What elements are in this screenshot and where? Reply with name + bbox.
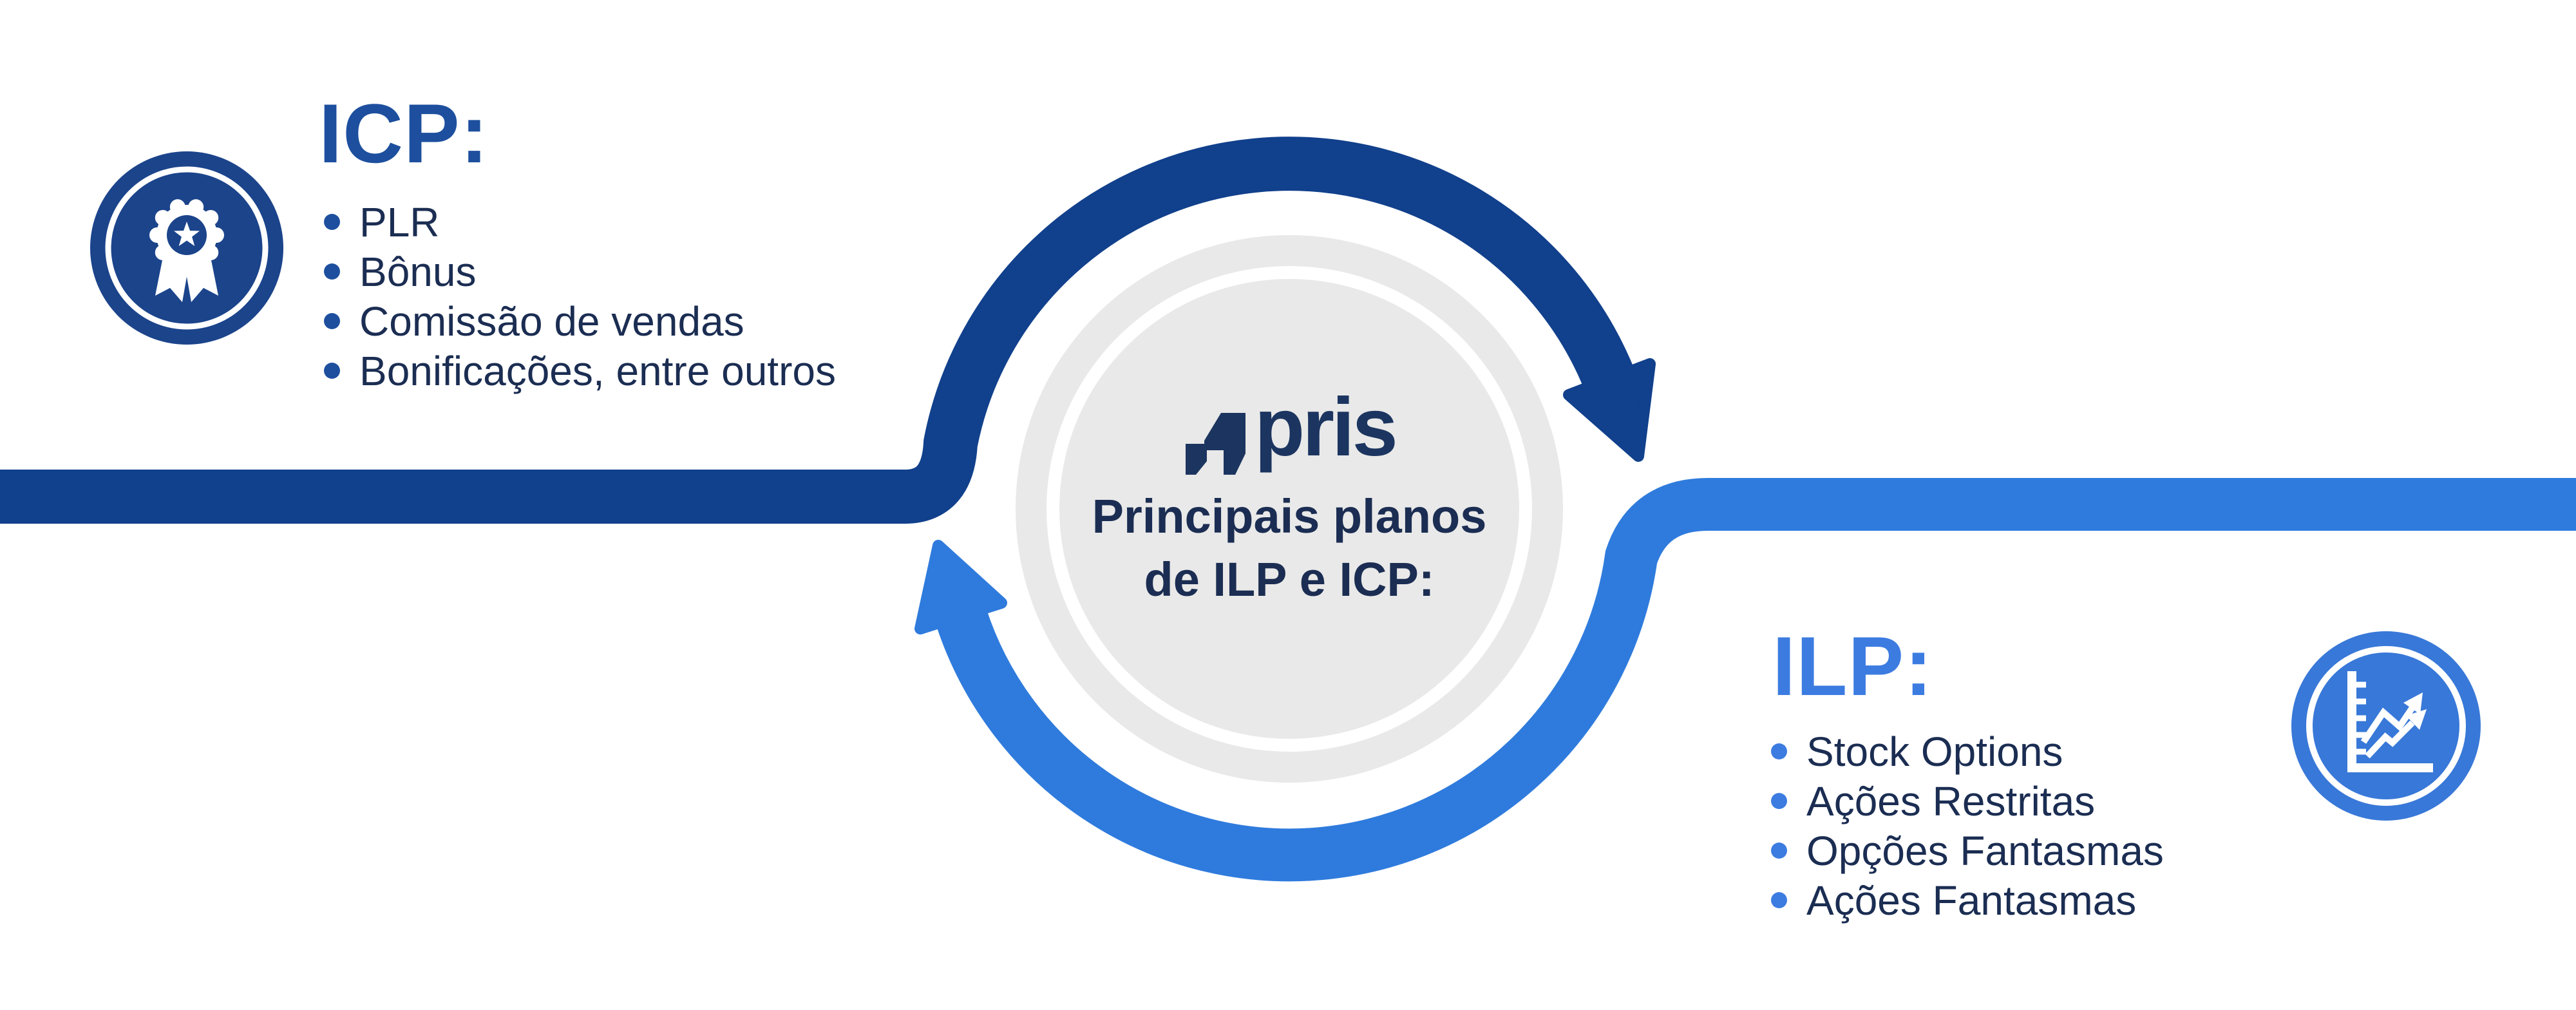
icp-list-item: PLR: [324, 197, 836, 247]
pris-logo-mark-small-shape: [1186, 444, 1207, 475]
growth-chart-icon-ring: [2306, 646, 2466, 806]
icp-flow-arrowhead-icon: [1563, 358, 1656, 462]
growth-chart-trend-line-1: [2360, 705, 2416, 744]
icp-list-item-label: Bonificações, entre outros: [359, 347, 836, 394]
ilp-list-item: Ações Restritas: [1771, 776, 2164, 826]
center-title-line1: Principais planos: [1092, 490, 1487, 543]
center-title-line2: de ILP e ICP:: [1144, 553, 1435, 606]
bullet-dot-icon: [1771, 843, 1787, 859]
ilp-list-item-label: Ações Fantasmas: [1806, 877, 2137, 924]
growth-chart-glyph: [2347, 671, 2433, 772]
icp-list: PLR Bônus Comissão de vendas Bonificaçõe…: [324, 197, 836, 395]
bullet-dot-icon: [1771, 793, 1787, 809]
award-medal-glyph: [149, 199, 224, 302]
icp-flow-ribbon: [0, 137, 1656, 524]
ilp-list-item: Ações Fantasmas: [1771, 875, 2164, 925]
pris-logo-text: pris: [1255, 381, 1396, 473]
bullet-dot-icon: [1771, 892, 1787, 908]
bullet-dot-icon: [1771, 743, 1787, 759]
growth-chart-trend-line-2: [2365, 720, 2415, 759]
ilp-list: Stock Options Ações Restritas Opções Fan…: [1771, 727, 2164, 925]
growth-chart-axis-ticks: [2356, 681, 2366, 755]
center-circle: [1016, 235, 1563, 783]
bullet-dot-icon: [324, 313, 340, 329]
award-medal-star-icon: [174, 222, 200, 246]
bullet-dot-icon: [324, 214, 340, 230]
icp-flow-bar-and-arc: [0, 137, 1634, 524]
ilp-list-item: Opções Fantasmas: [1771, 826, 2164, 875]
ilp-list-item: Stock Options: [1771, 727, 2164, 776]
icp-list-item: Bônus: [324, 247, 836, 296]
center-circle-inner-disk: [1059, 279, 1519, 739]
ilp-flow-ribbon: [914, 478, 2576, 882]
icp-list-item-label: PLR: [359, 198, 440, 245]
ilp-flow-arrowhead-icon: [914, 540, 1007, 634]
growth-chart-icon: [2291, 631, 2481, 821]
ilp-list-item-label: Ações Restritas: [1806, 777, 2096, 824]
award-medal-icon-ring: [105, 166, 269, 330]
pris-logo-mark-large-shape: [1204, 413, 1245, 475]
center-title: Principais planos de ILP e ICP:: [1092, 490, 1487, 606]
growth-chart-arrow-1-icon: [2403, 692, 2423, 714]
icp-list-item: Comissão de vendas: [324, 296, 836, 346]
ilp-list-item-label: Stock Options: [1806, 728, 2063, 775]
pris-logo-mark-icon: [1186, 413, 1245, 475]
icp-heading: ICP:: [319, 86, 489, 180]
growth-chart-arrow-2-icon: [2406, 709, 2427, 730]
growth-chart-axis: [2347, 671, 2433, 772]
pris-logo: pris: [1186, 381, 1398, 475]
ilp-heading: ILP:: [1772, 619, 1933, 713]
ilp-flow-bar-and-arc: [935, 478, 2576, 882]
growth-chart-icon-background: [2291, 631, 2481, 821]
icp-list-item: Bonificações, entre outros: [324, 346, 836, 395]
bullet-dot-icon: [324, 263, 340, 280]
icp-list-item-label: Comissão de vendas: [359, 298, 744, 345]
icp-list-item-label: Bônus: [359, 248, 477, 295]
bullet-dot-icon: [324, 363, 340, 379]
award-medal-icon: [90, 151, 283, 345]
ilp-list-item-label: Opções Fantasmas: [1806, 827, 2164, 874]
